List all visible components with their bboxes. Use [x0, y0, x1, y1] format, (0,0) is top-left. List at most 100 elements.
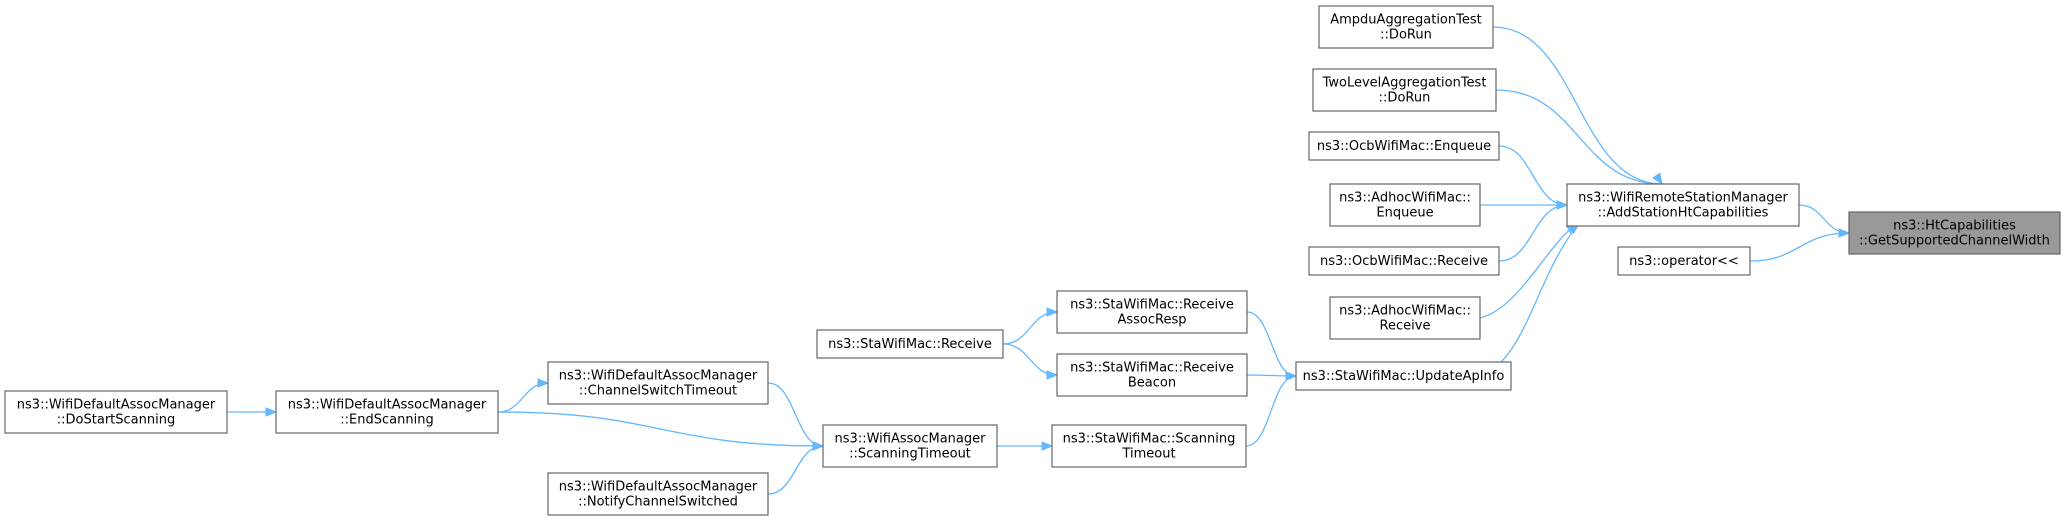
edge-ampdu-to-add-station: [1492, 26, 1663, 186]
node-box: [816, 329, 1004, 359]
node-label: ns3::StaWifiMac::Scanning: [1063, 432, 1236, 447]
edge-receive-assoc-resp-to-update-ap-info: [1246, 311, 1298, 381]
edge-arrowhead: [1652, 172, 1663, 186]
node-label: ns3::WifiRemoteStationManager: [1578, 191, 1788, 206]
node-label: ns3::OcbWifiMac::Enqueue: [1317, 139, 1491, 154]
edge-sta-receive-to-receive-assoc-resp: [1002, 307, 1059, 345]
edge-line: [767, 445, 824, 495]
edge-ocb-enqueue-to-add-station: [1498, 145, 1569, 210]
node-operator[interactable]: ns3::operator<<: [1617, 246, 1751, 276]
node-label: ::ChannelSwitchTimeout: [579, 384, 737, 399]
node-label: ::DoRun: [1380, 28, 1432, 43]
node-label: ns3::OcbWifiMac::Receive: [1320, 254, 1488, 269]
edge-arrowhead: [1556, 200, 1569, 210]
node-box: [1308, 246, 1500, 276]
edge-line: [497, 382, 549, 413]
node-box: [1329, 183, 1481, 227]
edge-arrowhead: [537, 378, 550, 388]
edge-end-scanning-to-channel-switch-timeout: [497, 378, 550, 413]
node-box: [547, 361, 769, 405]
node-box: [1566, 183, 1800, 227]
node-label: ns3::StaWifiMac::UpdateApInfo: [1303, 369, 1505, 384]
edge-line: [1498, 204, 1568, 262]
edge-arrowhead: [1041, 441, 1054, 451]
node-box: [822, 424, 998, 468]
node-label: ns3::StaWifiMac::Receive: [828, 337, 992, 352]
node-label: ns3::WifiDefaultAssocManager: [559, 369, 758, 384]
node-update-ap-info[interactable]: ns3::StaWifiMac::UpdateApInfo: [1295, 361, 1512, 391]
node-label: TwoLevelAggregationTest: [1322, 76, 1487, 91]
edge-line: [1749, 232, 1850, 262]
edge-arrowhead: [1838, 228, 1851, 238]
edge-line: [1002, 311, 1058, 345]
node-label: ns3::StaWifiMac::Receive: [1070, 298, 1234, 313]
nodes-layer: ns3::HtCapabilities::GetSupportedChannel…: [4, 5, 2061, 516]
edge-line: [767, 382, 824, 447]
node-label: ns3::AdhocWifiMac::: [1339, 304, 1471, 319]
node-box: [275, 390, 499, 434]
node-end-scanning[interactable]: ns3::WifiDefaultAssocManager::EndScannin…: [275, 390, 499, 434]
node-label: ns3::WifiDefaultAssocManager: [288, 398, 487, 413]
edge-two-level-to-add-station: [1495, 89, 1663, 186]
node-label: Timeout: [1121, 447, 1175, 462]
node-adhoc-receive[interactable]: ns3::AdhocWifiMac::Receive: [1329, 296, 1481, 340]
node-label: ns3::AdhocWifiMac::: [1339, 191, 1471, 206]
edge-do-start-scanning-to-end-scanning: [227, 407, 278, 417]
node-label: ::GetSupportedChannelWidth: [1859, 234, 2050, 249]
edge-assoc-scanning-timeout-to-scanning-timeout: [996, 441, 1054, 451]
node-box: [1848, 211, 2061, 255]
node-ocb-enqueue[interactable]: ns3::OcbWifiMac::Enqueue: [1308, 131, 1500, 161]
node-add-station[interactable]: ns3::WifiRemoteStationManager::AddStatio…: [1566, 183, 1800, 227]
node-box: [1329, 296, 1481, 340]
node-assoc-scanning-timeout[interactable]: ns3::WifiAssocManager::ScanningTimeout: [822, 424, 998, 468]
edge-arrowhead: [1046, 307, 1059, 317]
node-label: AmpduAggregationTest: [1330, 13, 1481, 28]
edge-operator-to-focus: [1749, 228, 1851, 262]
edge-arrowhead: [1046, 370, 1059, 380]
node-label: ::DoRun: [1379, 91, 1431, 106]
edge-update-ap-info-to-add-station: [1500, 223, 1581, 363]
edge-notify-channel-switched-to-assoc-scanning-timeout: [767, 441, 825, 495]
node-box: [1617, 246, 1751, 276]
node-label: ::AddStationHtCapabilities: [1598, 206, 1769, 221]
edge-line: [1479, 223, 1578, 319]
edge-line: [1500, 223, 1580, 363]
node-label: ns3::WifiDefaultAssocManager: [17, 398, 216, 413]
node-label: ns3::operator<<: [1629, 254, 1739, 269]
node-label: ::NotifyChannelSwitched: [578, 495, 738, 510]
edge-sta-receive-to-receive-beacon: [1002, 343, 1059, 380]
node-box: [1308, 131, 1500, 161]
edge-line: [1798, 204, 1850, 234]
node-do-start-scanning[interactable]: ns3::WifiDefaultAssocManager::DoStartSca…: [4, 390, 228, 434]
node-two-level[interactable]: TwoLevelAggregationTest::DoRun: [1312, 68, 1497, 112]
edge-line: [1245, 375, 1297, 447]
edge-arrowhead: [1285, 371, 1298, 381]
edge-scanning-timeout-to-update-ap-info: [1245, 371, 1298, 447]
node-box: [1056, 353, 1248, 397]
node-box: [4, 390, 228, 434]
node-label: ::ScanningTimeout: [849, 447, 971, 462]
node-sta-receive[interactable]: ns3::StaWifiMac::Receive: [816, 329, 1004, 359]
node-label: AssocResp: [1117, 313, 1186, 328]
edge-line: [1492, 26, 1663, 185]
node-label: ::DoStartScanning: [57, 413, 175, 428]
edge-arrowhead: [812, 441, 825, 451]
node-ocb-receive[interactable]: ns3::OcbWifiMac::Receive: [1308, 246, 1500, 276]
node-label: ns3::WifiDefaultAssocManager: [559, 480, 758, 495]
node-ampdu[interactable]: AmpduAggregationTest::DoRun: [1318, 5, 1494, 49]
node-focus[interactable]: ns3::HtCapabilities::GetSupportedChannel…: [1848, 211, 2061, 255]
node-label: ::EndScanning: [340, 413, 433, 428]
node-scanning-timeout[interactable]: ns3::StaWifiMac::ScanningTimeout: [1051, 424, 1247, 468]
edge-line: [1002, 343, 1058, 376]
node-box: [1318, 5, 1494, 49]
node-box: [547, 472, 769, 516]
node-adhoc-enqueue[interactable]: ns3::AdhocWifiMac::Enqueue: [1329, 183, 1481, 227]
node-label: Receive: [1380, 319, 1431, 334]
node-label: Beacon: [1128, 376, 1176, 391]
node-notify-channel-switched[interactable]: ns3::WifiDefaultAssocManager::NotifyChan…: [547, 472, 769, 516]
node-box: [1312, 68, 1497, 112]
node-channel-switch-timeout[interactable]: ns3::WifiDefaultAssocManager::ChannelSwi…: [547, 361, 769, 405]
edge-line: [1246, 311, 1297, 377]
